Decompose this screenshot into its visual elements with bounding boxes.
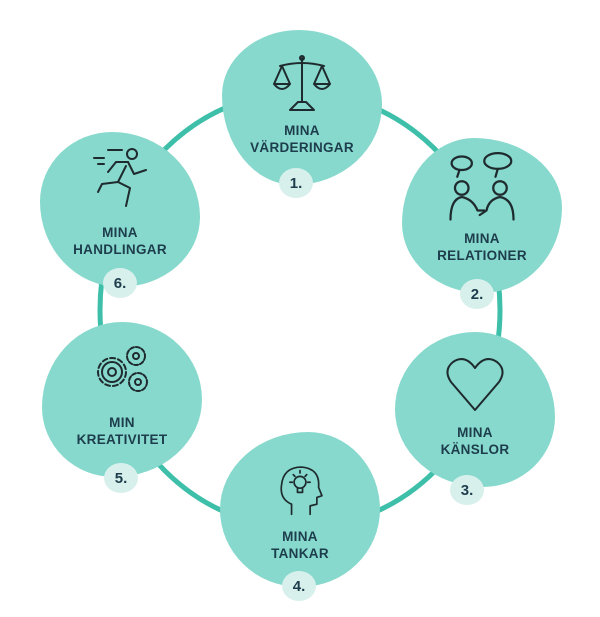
- running-person-icon: [93, 148, 147, 207]
- head-lightbulb-icon: [280, 466, 323, 516]
- step-badge-4: 4.: [282, 571, 316, 601]
- scales-icon: [273, 55, 331, 111]
- step-badge-2: 2.: [460, 279, 494, 309]
- step-badge-6: 6.: [103, 268, 137, 298]
- step-badge-1: 1.: [279, 168, 313, 198]
- conversation-icon: [449, 152, 515, 221]
- step-badge-3: 3.: [450, 475, 484, 505]
- step-badge-5: 5.: [104, 463, 138, 493]
- gears-icon: [97, 346, 148, 392]
- heart-icon: [446, 358, 504, 411]
